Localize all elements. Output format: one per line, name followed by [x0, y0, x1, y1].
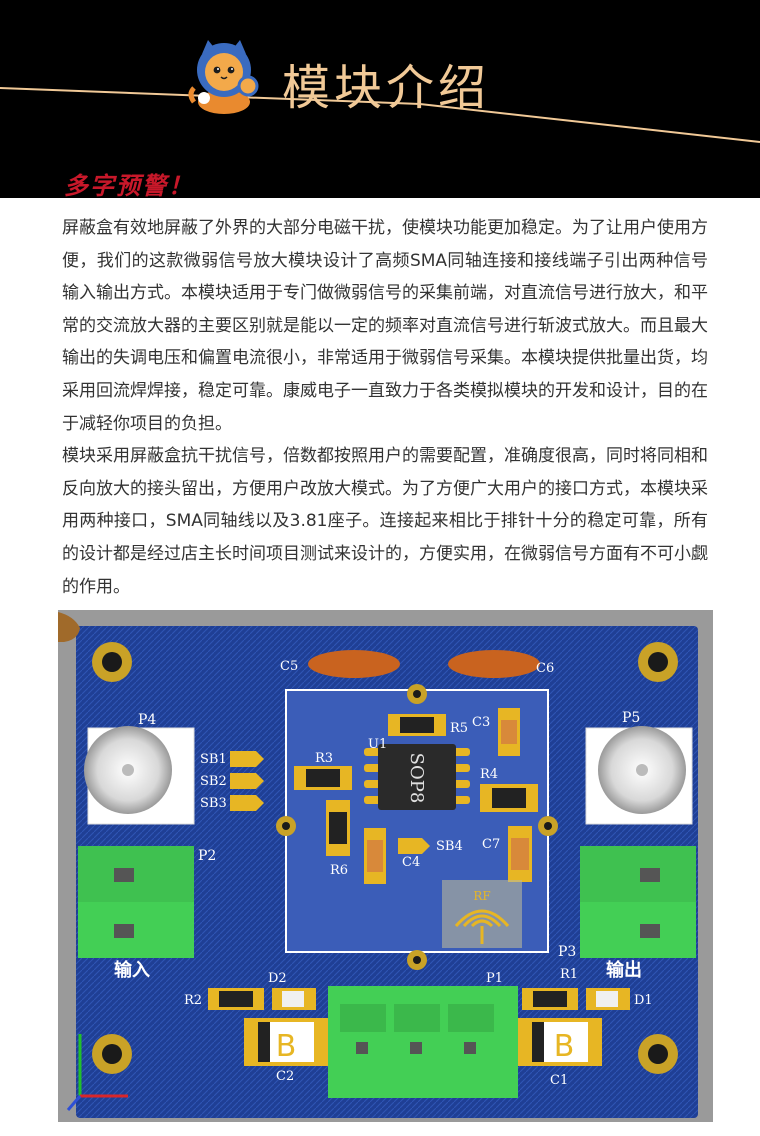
label-d1: D1: [634, 993, 653, 1008]
label-c2-marking: B: [276, 1029, 297, 1064]
header-banner: 模块介绍 多字预警！: [0, 0, 760, 198]
shield-pins: [276, 684, 558, 970]
terminal-block-p1: [328, 986, 518, 1098]
paragraph-intro: 屏蔽盒有效地屏蔽了外界的大部分电磁干扰，使模块功能更加稳定。为了让用户使用方便，…: [62, 218, 708, 434]
chip-u1: [364, 744, 470, 810]
label-sb1: SB1: [200, 752, 227, 767]
label-rf: RF: [473, 889, 490, 903]
text-warning-label: 多字预警！: [64, 171, 194, 198]
label-sb3: SB3: [200, 796, 227, 811]
rf-logo-icon: [442, 880, 522, 948]
terminal-block-p3: [580, 846, 696, 958]
label-r5: R5: [450, 721, 468, 736]
label-p4: P4: [138, 712, 156, 728]
label-c1-marking: B: [554, 1029, 575, 1064]
board-corner-mark: [58, 612, 80, 642]
pcb-module-image: C5 C6 P4 P5 SB1 SB2 SB3 P2 P3 输入 输出 R5 C…: [58, 610, 713, 1122]
label-c4: C4: [402, 855, 420, 870]
label-r2: R2: [184, 993, 202, 1008]
capacitor-c5: [308, 650, 400, 678]
capacitor-c6: [448, 650, 540, 678]
label-c5: C5: [280, 659, 298, 674]
label-r1: R1: [560, 967, 578, 982]
label-c7: C7: [482, 837, 500, 852]
solder-bridges: [230, 751, 264, 811]
capacitor-c2: [244, 1018, 328, 1066]
terminal-block-p2: [78, 846, 194, 958]
description-text: 屏蔽盒有效地屏蔽了外界的大部分电磁干扰，使模块功能更加稳定。为了让用户使用方便，…: [62, 212, 708, 603]
label-input: 输入: [114, 959, 150, 981]
header-accent-line: [0, 87, 760, 143]
label-r4: R4: [480, 767, 498, 782]
axis-indicator-icon: [66, 1034, 128, 1111]
label-c3: C3: [472, 715, 490, 730]
label-c1: C1: [550, 1073, 568, 1088]
label-p5: P5: [622, 710, 640, 726]
label-d2: D2: [268, 971, 287, 986]
label-c2: C2: [276, 1069, 294, 1084]
label-sb2: SB2: [200, 774, 227, 789]
label-sb4: SB4: [436, 839, 463, 854]
label-r3: R3: [315, 751, 333, 766]
label-p3: P3: [558, 944, 576, 960]
solder-bridge-sb4: [398, 838, 430, 854]
paragraph-features: 模块采用屏蔽盒抗干扰信号，倍数都按照用户的需要配置，准确度很高，同时将同相和反向…: [62, 446, 708, 597]
mounting-holes: [92, 642, 678, 1074]
capacitor-c1: [518, 1018, 602, 1066]
chip-marking: SOP8: [406, 753, 427, 804]
page-title: 模块介绍: [282, 60, 491, 116]
cat-astronaut-icon: [188, 40, 259, 114]
label-p2: P2: [198, 848, 216, 864]
label-output: 输出: [606, 959, 642, 981]
label-p1: P1: [486, 971, 503, 986]
label-r6: R6: [330, 863, 348, 878]
label-c6: C6: [536, 661, 554, 676]
label-u1: U1: [368, 737, 387, 752]
